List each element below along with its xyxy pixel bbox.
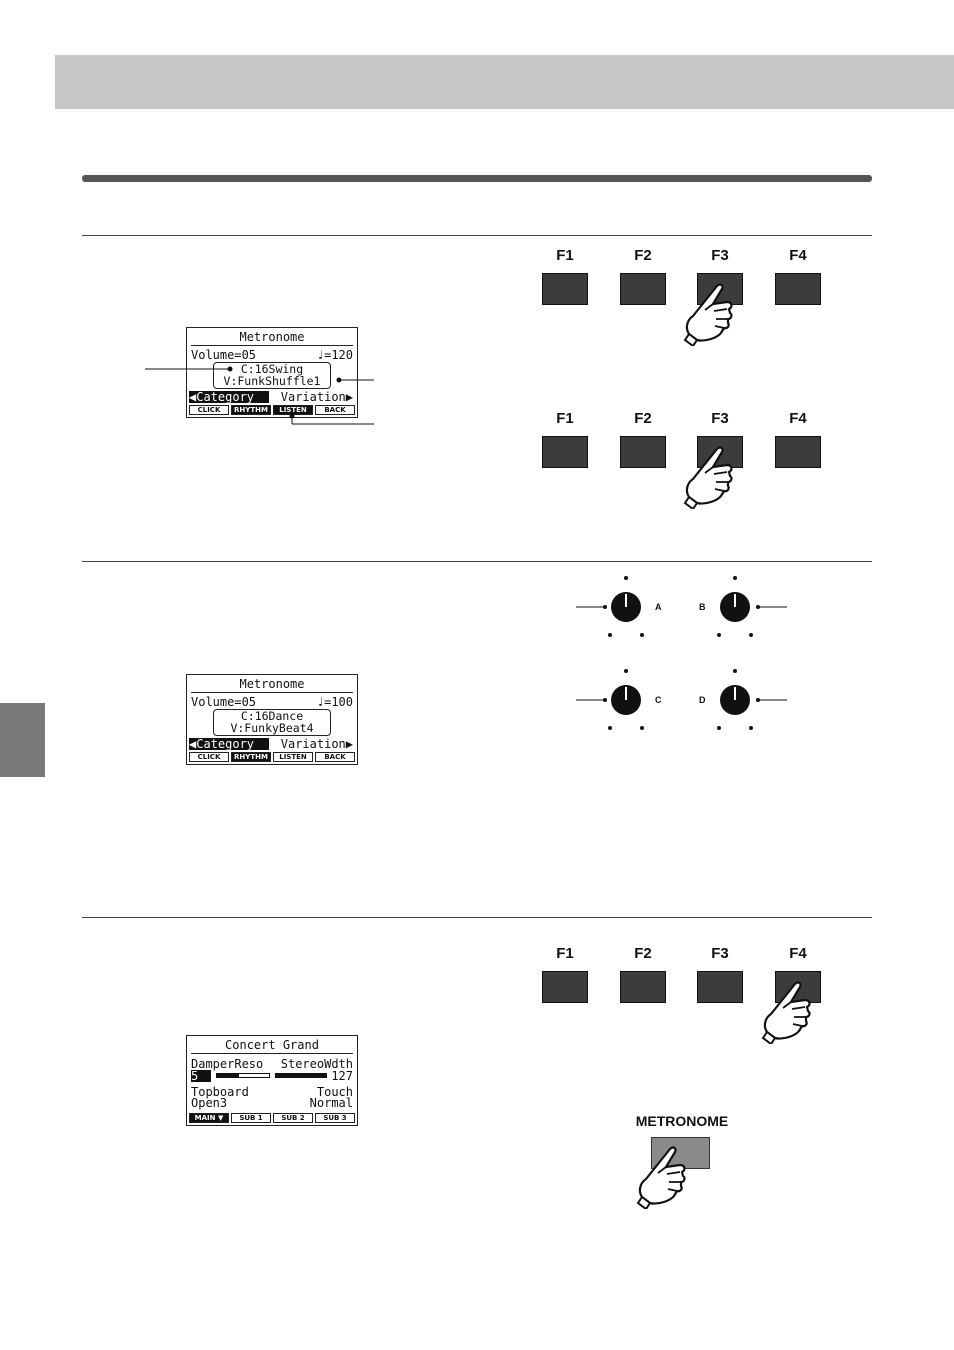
f2-button[interactable] (620, 971, 666, 1003)
knob-d-label: D (699, 695, 706, 705)
step-divider-3 (82, 917, 872, 918)
lcd-tab-main: MAIN ▼ (189, 1113, 229, 1123)
lcd-category-selector: ◀Category (189, 738, 269, 750)
lcd-variation: V:FunkyBeat4 (230, 721, 314, 735)
step-divider-1 (82, 235, 872, 236)
knob-c-label: C (655, 695, 662, 705)
f4-button[interactable] (775, 436, 821, 468)
f1-button[interactable] (542, 436, 588, 468)
lcd-tab-back: BACK (315, 405, 355, 415)
knob-a-label: A (655, 602, 662, 612)
f4-label: F4 (789, 410, 807, 427)
lcd-param1-bar-fill (217, 1074, 239, 1077)
lcd-tempo: ♩=100 (316, 695, 353, 709)
section-divider-thick (82, 175, 872, 182)
pointing-hand-icon (636, 1146, 686, 1209)
f2-button[interactable] (620, 436, 666, 468)
lcd-title: Metronome (239, 330, 305, 344)
f4-label: F4 (789, 945, 807, 962)
lcd-tempo: ♩=120 (316, 348, 353, 362)
lcd-tab-listen: LISTEN (273, 752, 313, 762)
lcd-rhythm-box: C:16Dance V:FunkyBeat4 (213, 709, 331, 736)
callout-dot-variation (336, 377, 342, 383)
lcd-rhythm-box: C:16Swing V:FunkShuffle1 (213, 362, 331, 389)
f3-label: F3 (711, 247, 729, 264)
metronome-label: METRONOME (635, 1113, 729, 1129)
lcd-title-underline (191, 692, 353, 693)
lcd-page-tabs: MAIN ▼ SUB 1 SUB 2 SUB 3 (189, 1113, 355, 1123)
f4-button[interactable] (775, 273, 821, 305)
lcd-param1-value: 5 (191, 1070, 211, 1082)
lcd-param2-label: StereoWdth (280, 1057, 353, 1071)
f2-button[interactable] (620, 273, 666, 305)
f3-label: F3 (711, 410, 729, 427)
lcd-param3-value: Open3 (191, 1096, 228, 1110)
knob-a[interactable] (576, 572, 676, 642)
f2-label: F2 (634, 247, 652, 264)
pointing-hand-icon (683, 283, 733, 346)
lcd-title-underline (191, 1053, 353, 1054)
lcd-param3-label: Topboard (191, 1085, 249, 1099)
f1-label: F1 (556, 945, 574, 962)
lcd-function-tabs: CLICK RHYTHM LISTEN BACK (189, 405, 355, 415)
knob-d[interactable] (685, 665, 790, 735)
f1-button[interactable] (542, 971, 588, 1003)
knob-c[interactable] (576, 665, 676, 735)
lcd-tab-sub2: SUB 2 (273, 1113, 313, 1123)
callout-dot-listen (289, 413, 295, 419)
lcd-param2-value: 127 (331, 1069, 353, 1083)
lcd-variation: V:FunkShuffle1 (223, 374, 321, 388)
lcd-tab-rhythm: RHYTHM (231, 405, 271, 415)
lcd-volume: Volume=05 (191, 695, 257, 709)
lcd-concert-grand: Concert Grand DamperReso StereoWdth 5 12… (186, 1035, 358, 1126)
knob-b-label: B (699, 602, 706, 612)
lcd-tab-sub1: SUB 1 (231, 1113, 271, 1123)
lcd-category: C:16Swing (240, 362, 304, 376)
f4-label: F4 (789, 247, 807, 264)
pointing-hand-icon (683, 446, 733, 509)
f2-label: F2 (634, 945, 652, 962)
lcd-variation-selector: Variation▶ (280, 390, 353, 404)
lcd-param1-bar (216, 1073, 270, 1078)
knob-b[interactable] (685, 572, 790, 642)
callout-dot-category (227, 366, 233, 372)
lcd-tab-back: BACK (315, 752, 355, 762)
f3-label: F3 (711, 945, 729, 962)
lcd-tab-sub3: SUB 3 (315, 1113, 355, 1123)
lcd-param4-label: Touch (316, 1085, 353, 1099)
lcd-tab-click: CLICK (189, 752, 229, 762)
f1-label: F1 (556, 247, 574, 264)
lcd-tab-click: CLICK (189, 405, 229, 415)
lcd-category: C:16Dance (240, 709, 304, 723)
lcd-tab-rhythm: RHYTHM (231, 752, 271, 762)
f1-label: F1 (556, 410, 574, 427)
lcd-variation-selector: Variation▶ (280, 737, 353, 751)
f2-label: F2 (634, 410, 652, 427)
lcd-param4-value: Normal (309, 1096, 353, 1110)
f1-button[interactable] (542, 273, 588, 305)
lcd-title: Metronome (239, 677, 305, 691)
header-band (55, 55, 954, 109)
lcd-title-underline (191, 345, 353, 346)
lcd-function-tabs: CLICK RHYTHM LISTEN BACK (189, 752, 355, 762)
f3-button[interactable] (697, 971, 743, 1003)
step-divider-2 (82, 561, 872, 562)
lcd-metronome-2: Metronome Volume=05 ♩=100 C:16Dance V:Fu… (186, 674, 358, 765)
lcd-param1-label: DamperReso (191, 1057, 264, 1071)
lcd-metronome-1: Metronome Volume=05 ♩=120 C:16Swing V:Fu… (186, 327, 358, 418)
lcd-param2-bar (275, 1073, 327, 1078)
chapter-tab (0, 703, 45, 777)
lcd-title: Concert Grand (225, 1038, 319, 1052)
lcd-volume: Volume=05 (191, 348, 257, 362)
pointing-hand-icon (761, 981, 811, 1044)
lcd-category-selector: ◀Category (189, 391, 269, 403)
